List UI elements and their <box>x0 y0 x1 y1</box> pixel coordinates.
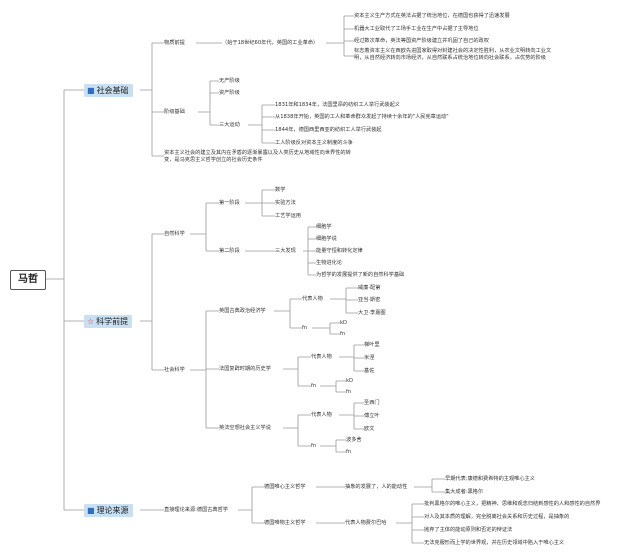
node-history[interactable]: 法国复辟时期的历史学 <box>219 366 271 372</box>
node-industrial-revolution[interactable]: （始于18世纪60年代，英国的工业革命） <box>222 40 319 46</box>
node-idealism-desc[interactable]: 抽象的发展了，人的能动性 <box>345 484 408 490</box>
connector <box>190 202 219 252</box>
node-thierry[interactable]: 梯叶里 <box>364 342 380 348</box>
root-node[interactable]: 马哲 <box>10 270 46 290</box>
node-econ-rep[interactable]: 代表人物 <box>302 296 323 302</box>
node-german-materialism[interactable]: 德国唯物主义哲学 <box>264 520 306 526</box>
node-stage-2[interactable]: 第二阶段 <box>219 248 240 254</box>
node-math[interactable]: 数学 <box>275 187 286 193</box>
connector <box>140 42 164 157</box>
node-petty[interactable]: 威廉·配第 <box>358 285 381 291</box>
connector <box>190 310 219 429</box>
node-utopian-rep[interactable]: 代表人物 <box>311 412 332 418</box>
node-d1[interactable]: 细胞学 <box>316 224 332 230</box>
node-utopian-kd[interactable]: 波多舍 <box>346 437 362 443</box>
node-bourgeoisie[interactable]: 资产阶级 <box>219 90 240 96</box>
node-m3[interactable]: 1844年，德国西里西亚的纺织工人举行武装起 <box>275 127 382 133</box>
node-history-fn[interactable]: fn <box>311 383 317 389</box>
node-history-rep[interactable]: 代表人物 <box>311 354 332 360</box>
node-proletariat[interactable]: 无产阶级 <box>219 78 240 84</box>
node-craft[interactable]: 工艺学运用 <box>275 213 301 219</box>
connector <box>396 503 424 544</box>
node-stage-1[interactable]: 第一阶段 <box>219 200 240 206</box>
node-hegel[interactable]: 集大成者:黑格尔 <box>445 489 484 495</box>
node-utopian-fn[interactable]: fn <box>311 443 317 449</box>
node-smith[interactable]: 亚当·斯密 <box>358 297 381 303</box>
connector <box>303 226 316 276</box>
red-star-icon: ☆ <box>87 317 95 326</box>
node-three-movements[interactable]: 三大运动 <box>219 122 240 128</box>
node-mignet[interactable]: 米涅 <box>364 355 375 361</box>
node-saint-simon[interactable]: 圣西门 <box>364 400 380 406</box>
node-guizot[interactable]: 基佐 <box>364 368 375 374</box>
node-w1[interactable]: 资本主义生产方式在英法占据了统治地位，在德国也获得了迅速发展 <box>354 13 510 19</box>
node-material-premise[interactable]: 物质前提 <box>164 40 185 46</box>
main-node-theory-source[interactable]: ■理论来源 <box>84 504 133 517</box>
connector <box>414 478 445 493</box>
blue-square-icon: ■ <box>87 506 95 515</box>
node-f2[interactable]: 对人及其本质的理解，完全脱离社会关系和历史过程，是抽象的 <box>424 514 570 520</box>
node-utopian-fn2[interactable]: fn <box>346 449 352 455</box>
node-w2[interactable]: 机器大工业取代了工场手工业在生产中占据了主导地位 <box>354 26 479 32</box>
node-history-kd[interactable]: kD <box>346 378 353 384</box>
main-node-science-premise[interactable]: ☆科学前提 <box>84 315 133 328</box>
connector <box>283 414 311 447</box>
connector <box>320 380 346 393</box>
node-utopian[interactable]: 英法空想社会主义学说 <box>219 425 271 431</box>
node-d4[interactable]: 生物进化论 <box>316 260 342 266</box>
node-owen[interactable]: 欧文 <box>364 426 375 432</box>
connector <box>274 298 302 329</box>
node-kant-fichte[interactable]: 早期代表:康德和费希特的主观唯心主义 <box>445 476 535 482</box>
connector <box>248 104 275 144</box>
blue-square-icon: ■ <box>87 86 95 95</box>
connector <box>140 233 164 371</box>
node-d2[interactable]: 细胞学说 <box>316 236 337 242</box>
node-german-idealism[interactable]: 德国唯心主义哲学 <box>264 484 306 490</box>
node-feuerbach[interactable]: 代表人物费尔巴哈 <box>345 520 387 526</box>
node-m2[interactable]: 从1838年开始，英国的工人和革命群众发起了持续十余年的"人民宪章运动" <box>275 114 449 120</box>
node-econ[interactable]: 英国古典政治经济学 <box>219 308 266 314</box>
node-experiment[interactable]: 实验方法 <box>275 200 296 206</box>
node-m1[interactable]: 1831年和1834年，法国里昂的纺织工人举行武装起义 <box>275 102 400 108</box>
main-node-social-basis[interactable]: ■社会基础 <box>84 84 133 97</box>
main-label: 理论来源 <box>96 506 129 515</box>
node-econ-fn2[interactable]: fn <box>340 331 346 337</box>
node-fourier[interactable]: 傅立叶 <box>364 413 380 419</box>
connector <box>326 15 354 57</box>
node-f3[interactable]: 抛弃了主体的能动原则和否定的辩证法 <box>424 527 513 533</box>
connector <box>339 344 364 372</box>
node-d5[interactable]: 为哲学的发展提供了新的自然科学基础 <box>316 272 405 278</box>
main-label: 科学前提 <box>96 317 129 326</box>
node-ricardo[interactable]: 大卫·李嘉图 <box>358 310 386 316</box>
connector <box>312 322 340 335</box>
node-f1[interactable]: 批判黑格尔的唯心主义，把精神、思维和观念归结到感性的人和感性的自然界 <box>424 501 601 507</box>
connector <box>198 80 219 126</box>
node-econ-fn[interactable]: fn <box>302 325 308 331</box>
node-direct-source[interactable]: 直接理论来源:德国古典哲学 <box>164 507 228 513</box>
node-social-conclusion[interactable]: 资本主义社会的建立及其内在矛盾的逐渐暴露以及人类历史从地域性向世界性的转变，是马… <box>164 150 351 163</box>
node-w3[interactable]: 经过数次革命，英法等国资产阶级建立并巩固了自己的政权 <box>354 38 489 44</box>
node-econ-kd[interactable]: kD <box>340 320 347 326</box>
node-m4[interactable]: 工人阶级反对资本主义制度的斗争 <box>275 140 353 146</box>
connector <box>320 439 346 453</box>
connector <box>283 356 311 387</box>
node-natural-science[interactable]: 自然科学 <box>164 231 185 237</box>
node-three-discoveries[interactable]: 三大发现 <box>275 248 296 254</box>
connector <box>44 89 84 511</box>
node-f4[interactable]: 无法克服形而上学的世界观，并在历史领域中陷入于唯心主义 <box>424 540 565 546</box>
connector <box>339 402 364 430</box>
main-label: 社会基础 <box>96 86 129 95</box>
connector <box>238 486 264 524</box>
node-class-basis[interactable]: 阶级基础 <box>164 109 185 115</box>
node-w4[interactable]: 标志着资本主义在西欧先进国家取得对封建社会的决定性胜利，从农业文明转向工业文明，… <box>354 48 552 61</box>
node-history-fn2[interactable]: fn <box>346 389 352 395</box>
connector <box>245 189 275 217</box>
node-social-science[interactable]: 社会科学 <box>164 367 185 373</box>
connector <box>330 287 358 314</box>
node-d3[interactable]: 能量守恒和转化定律 <box>316 248 363 254</box>
